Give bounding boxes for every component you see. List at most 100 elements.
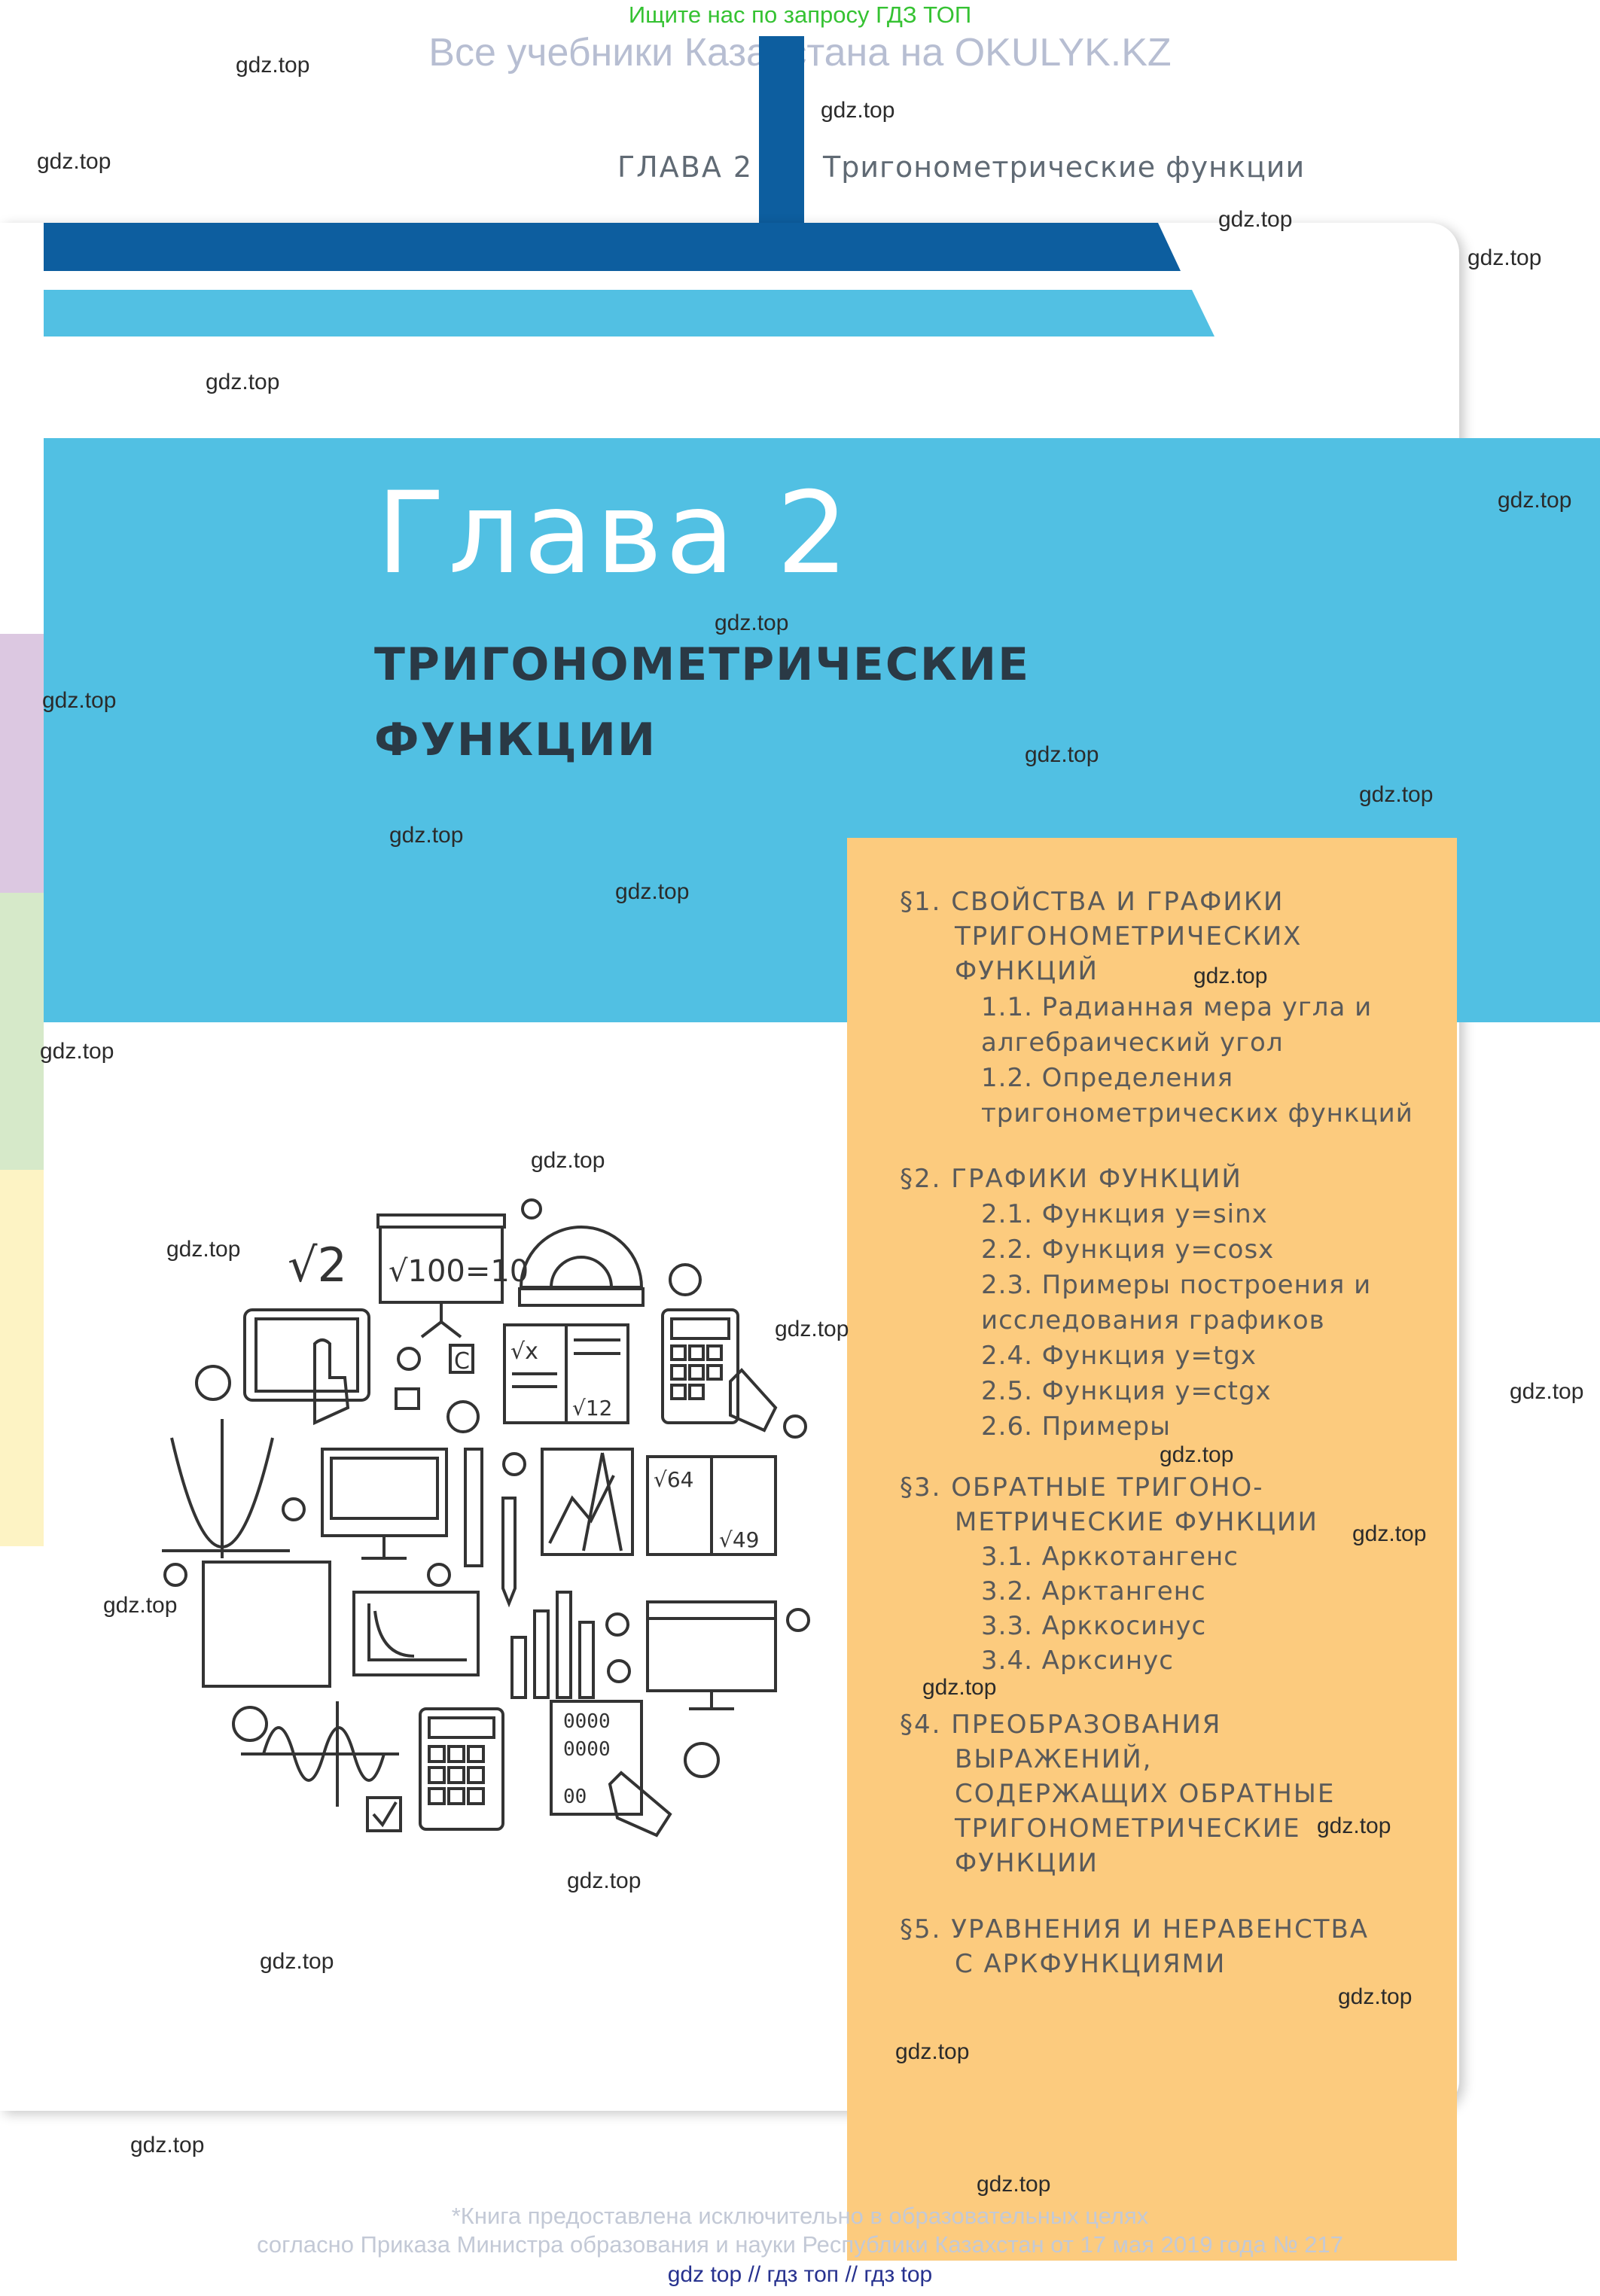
dot-icon <box>163 1563 187 1587</box>
toc-item[interactable]: §3. ОБРАТНЫЕ ТРИГОНО- <box>900 1472 1264 1503</box>
watermark: gdz.top <box>1467 245 1542 270</box>
toc-item[interactable]: 3.3. Арккосинус <box>981 1611 1207 1641</box>
watermark: gdz.top <box>40 1039 114 1064</box>
toc-item[interactable]: СОДЕРЖАЩИХ ОБРАТНЫЕ <box>955 1779 1336 1809</box>
watermark: gdz.top <box>1352 1521 1427 1546</box>
dot-icon <box>282 1497 306 1521</box>
watermark: gdz.top <box>260 1949 334 1974</box>
toc-item[interactable]: ВЫРАЖЕНИЙ, <box>955 1744 1153 1774</box>
dot-icon <box>605 1612 629 1637</box>
watermark: gdz.top <box>1338 1984 1413 2009</box>
toc-item[interactable]: ТРИГОНОМЕТРИЧЕСКИЕ <box>955 1813 1301 1844</box>
abacus-touch-icon: 0000 0000 00 <box>550 1700 672 1838</box>
browser-window-icon <box>646 1600 777 1710</box>
sqrt2-text: √2 <box>288 1238 347 1293</box>
toc-item[interactable]: 2.1. Функция y=sinx <box>981 1199 1268 1229</box>
chapter-subtitle-line1: ТРИГОНОМЕТРИЧЕСКИЕ <box>374 638 1031 691</box>
running-chapter: ГЛАВА 2 <box>617 151 754 184</box>
toc-item[interactable]: §1. СВОЙСТВА И ГРАФИКИ <box>900 887 1285 917</box>
toc-item[interactable]: 2.3. Примеры построения и <box>981 1270 1372 1300</box>
watermark: gdz.top <box>1359 782 1434 807</box>
toc-item[interactable]: тригонометрических функций <box>981 1098 1413 1128</box>
watermark: gdz.top <box>37 149 111 174</box>
calculator-touch-icon <box>661 1308 778 1433</box>
pencil-icon <box>501 1497 517 1608</box>
toc-item[interactable]: 3.2. Арктангенс <box>981 1576 1206 1606</box>
toc-item[interactable]: §5. УРАВНЕНИЯ И НЕРАВЕНСТВА <box>900 1914 1370 1944</box>
watermark: gdz.top <box>895 2039 970 2064</box>
monitor-icon <box>321 1448 448 1560</box>
chapter-title: Глава 2 <box>376 468 852 599</box>
dot-icon <box>195 1365 231 1401</box>
toc-item[interactable]: С АРКФУНКЦИЯМИ <box>955 1949 1227 1979</box>
watermark: gdz.top <box>42 688 117 713</box>
sqrt2-symbol: √2 <box>288 1238 347 1293</box>
watermark: gdz.top <box>977 2172 1051 2197</box>
watermark: gdz.top <box>130 2133 205 2157</box>
watermark: gdz.top <box>567 1868 642 1893</box>
board-formula-text: √100=10 <box>389 1254 529 1289</box>
watermark: gdz.top <box>1510 1379 1584 1404</box>
light-blue-band <box>44 290 1214 336</box>
dot-icon <box>684 1742 720 1778</box>
toc-item[interactable]: §4. ПРЕОБРАЗОВАНИЯ <box>900 1710 1222 1740</box>
tab-purple <box>0 634 44 893</box>
chart-drafting-icon <box>541 1448 634 1556</box>
search-hint: Ищите нас по запросу ГДЗ ТОП <box>628 2 972 28</box>
toc-item[interactable]: ФУНКЦИИ <box>955 1848 1099 1878</box>
counter-bot-text: 00 <box>563 1786 587 1808</box>
toc-item[interactable]: алгебраический угол <box>981 1028 1284 1058</box>
book-sqrt-49-text: √49 <box>719 1527 759 1552</box>
toc-item[interactable]: 2.5. Функция y=ctgx <box>981 1376 1272 1406</box>
footer-links[interactable]: gdz top // гдз топ // гдз top <box>667 2262 933 2287</box>
dot-icon <box>446 1400 480 1433</box>
watermark: gdz.top <box>715 611 789 635</box>
toc-item[interactable]: ФУНКЦИЙ <box>955 956 1099 986</box>
dot-icon <box>786 1608 810 1632</box>
watermark: gdz.top <box>103 1593 178 1618</box>
small-box-icon <box>395 1387 420 1410</box>
toc-item[interactable]: 3.1. Арккотангенс <box>981 1542 1239 1572</box>
toc-item[interactable]: 3.4. Арксинус <box>981 1646 1174 1676</box>
toc-item[interactable]: 1.2. Определения <box>981 1063 1234 1093</box>
dot-icon <box>669 1263 702 1296</box>
toc-item[interactable]: §2. ГРАФИКИ ФУНКЦИЙ <box>900 1164 1242 1194</box>
toc-item[interactable]: ТРИГОНОМЕТРИЧЕСКИХ <box>955 921 1303 952</box>
dot-icon <box>502 1452 526 1476</box>
counter-top-text: 0000 <box>563 1710 611 1733</box>
dot-icon <box>232 1706 268 1742</box>
watermark: gdz.top <box>1317 1813 1391 1838</box>
tab-green <box>0 893 44 1170</box>
watermark: gdz.top <box>775 1317 849 1341</box>
footer-disclaimer-line1: *Книга предоставлена исключительно в обр… <box>451 2203 1149 2229</box>
table-of-contents: §1. СВОЙСТВА И ГРАФИКИ ТРИГОНОМЕТРИЧЕСКИ… <box>847 838 1457 2261</box>
toc-item[interactable]: 1.1. Радианная мера угла и <box>981 992 1373 1022</box>
watermark: gdz.top <box>206 370 280 394</box>
watermark: gdz.top <box>922 1675 997 1700</box>
toc-item[interactable]: 2.2. Функция y=cosx <box>981 1235 1275 1265</box>
book-sqrt-x-text: √x <box>510 1338 538 1365</box>
tab-yellow <box>0 1170 44 1546</box>
watermark: gdz.top <box>236 53 310 78</box>
footer-disclaimer-line2: согласно Приказа Министра образования и … <box>257 2231 1343 2258</box>
laptop-graph-icon <box>352 1591 480 1676</box>
bar-chart-icon <box>510 1591 595 1699</box>
chalkboard-icon: √100=10 <box>376 1213 529 1338</box>
watermark: gdz.top <box>821 98 895 123</box>
dark-blue-band <box>44 223 1181 271</box>
toc-item[interactable]: 2.4. Функция y=tgx <box>981 1341 1257 1371</box>
formula-book-icon: √64 √49 <box>646 1455 777 1556</box>
calc-key-text: C <box>454 1348 470 1375</box>
toc-item[interactable]: исследования графиков <box>981 1305 1325 1335</box>
header-divider <box>759 36 804 223</box>
sine-wave-icon <box>241 1701 399 1807</box>
ruler-icon <box>464 1448 483 1567</box>
counter-mid-text: 0000 <box>563 1738 611 1761</box>
book-sqrt-12-text: √12 <box>572 1396 612 1421</box>
checkbox-icon <box>366 1796 402 1832</box>
toc-item[interactable]: МЕТРИЧЕСКИЕ ФУНКЦИИ <box>955 1507 1318 1537</box>
watermark: gdz.top <box>166 1237 241 1262</box>
dot-icon <box>397 1347 421 1371</box>
toc-item[interactable]: 2.6. Примеры <box>981 1411 1171 1442</box>
watermark: gdz.top <box>1498 488 1572 513</box>
